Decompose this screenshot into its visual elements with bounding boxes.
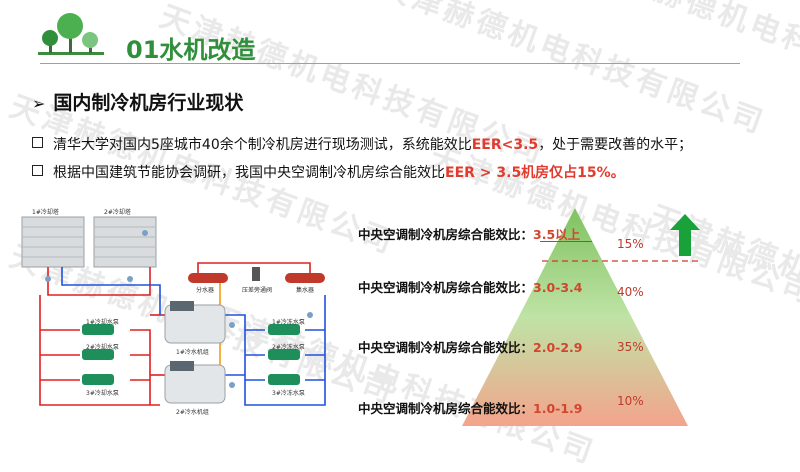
pump-label: 3#冷冻水泵	[272, 390, 305, 397]
pump-label: 1#冷冻水泵	[272, 319, 305, 326]
pump-icon	[82, 349, 114, 360]
efficiency-pyramid	[462, 208, 688, 426]
level-underline	[540, 241, 592, 242]
valve-icon	[307, 312, 313, 318]
pump-icon	[268, 374, 300, 385]
chiller-room-diagram: 1#冷却塔 2#冷却塔 1#冷却水泵 2#冷却水泵 3#冷却水泵 1#冷冻水泵 …	[20, 205, 340, 430]
valve-icon	[229, 382, 235, 388]
pyramid-shape	[462, 208, 688, 426]
pump-icon	[268, 324, 300, 335]
tree-logo-icon	[38, 13, 104, 55]
chiller-icon	[164, 361, 226, 404]
page-title: 01水机改造	[126, 36, 256, 64]
watermark: 天津赫德机电科技有限公司	[375, 0, 771, 142]
cooling-tower-icon	[21, 216, 85, 268]
collector-label: 集水器	[296, 287, 315, 294]
cooling-tower-icon	[93, 216, 157, 268]
level-label: 中央空调制冷机房综合能效比：3.5以上	[358, 227, 581, 242]
pump-icon	[268, 349, 300, 360]
divider-label: 分水器	[196, 287, 215, 294]
pump-icon	[82, 324, 114, 335]
level-percentage: 40%	[617, 285, 644, 299]
valve-icon	[229, 322, 235, 328]
level-percentage: 35%	[617, 340, 644, 354]
watermark: 天津赫德机电科技有限公司	[585, 0, 800, 122]
dashed-threshold-line	[542, 260, 698, 262]
arrow-bullet-icon: ➢	[32, 94, 46, 113]
square-bullet-icon	[32, 137, 43, 148]
chiller-label: 2#冷水机组	[176, 409, 209, 416]
valve-icon	[127, 276, 133, 282]
pump-label: 3#冷却水泵	[86, 390, 119, 397]
level-percentage: 15%	[617, 237, 644, 251]
valve-icon	[142, 230, 148, 236]
pump-icon	[82, 374, 114, 385]
up-arrow-icon	[670, 214, 700, 256]
pump-label: 2#冷却水泵	[86, 344, 119, 351]
piping-schematic	[21, 216, 326, 406]
level-label: 中央空调制冷机房综合能效比：2.0-2.9	[358, 340, 583, 355]
collector-header-icon	[285, 273, 325, 283]
bullet-item: 清华大学对国内5座城市40余个制冷机房进行现场测试，系统能效比EER<3.5，处…	[32, 134, 692, 154]
tower-label: 1#冷却塔	[32, 209, 59, 216]
divider-header-icon	[188, 273, 228, 283]
pump-label: 1#冷却水泵	[86, 319, 119, 326]
tower-label: 2#冷却塔	[104, 209, 131, 216]
level-label: 中央空调制冷机房综合能效比：3.0-3.4	[358, 280, 583, 295]
level-label: 中央空调制冷机房综合能效比：1.0-1.9	[358, 401, 583, 416]
chiller-label: 1#冷水机组	[176, 349, 209, 356]
title-divider	[40, 63, 740, 64]
bullet-item: 根据中国建筑节能协会调研，我国中央空调制冷机房综合能效比EER > 3.5机房仅…	[32, 162, 625, 182]
bypass-valve-icon	[252, 267, 260, 281]
bypass-label: 压差旁通阀	[242, 287, 273, 294]
pump-label: 2#冷冻水泵	[272, 344, 305, 351]
chiller-icon	[164, 301, 226, 344]
section-heading: ➢国内制冷机房行业现状	[32, 92, 244, 114]
valve-icon	[45, 276, 51, 282]
square-bullet-icon	[32, 165, 43, 176]
level-percentage: 10%	[617, 394, 644, 408]
